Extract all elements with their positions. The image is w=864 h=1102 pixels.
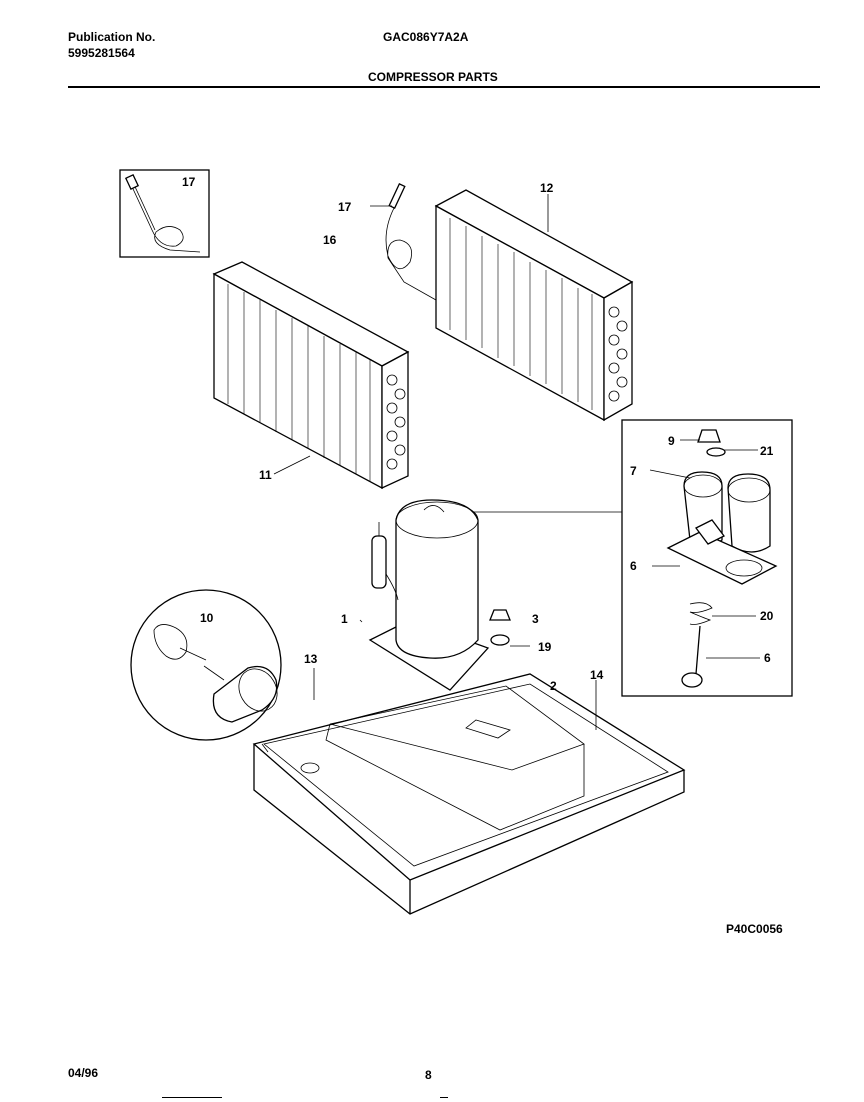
- callout-3: 3: [532, 612, 539, 626]
- capillary-strainer: [370, 182, 437, 301]
- footer-mark-left: [162, 1097, 222, 1098]
- header-rule: [68, 86, 820, 88]
- capillary-tube-inset: [119, 169, 210, 258]
- overload-protector-inset: [130, 589, 282, 741]
- model-number: GAC086Y7A2A: [383, 30, 469, 44]
- callout-6: 6: [764, 651, 771, 665]
- callout-12: 12: [540, 181, 554, 195]
- mounting-detail-box: [621, 419, 793, 697]
- callout-16: 16: [323, 233, 337, 247]
- callout-2: 2: [550, 679, 557, 693]
- callout-1: 1: [341, 612, 348, 626]
- callout-19: 19: [538, 640, 552, 654]
- callout-6-detail: 6: [630, 559, 637, 573]
- callout-14: 14: [590, 668, 604, 682]
- callout-13: 13: [304, 652, 318, 666]
- page-number: 8: [425, 1068, 432, 1082]
- callout-10: 10: [200, 611, 214, 625]
- callout-7: 7: [630, 464, 637, 478]
- callout-17: 17: [338, 200, 352, 214]
- callout-20: 20: [760, 609, 774, 623]
- footer-date: 04/96: [68, 1066, 99, 1080]
- compressor: [359, 499, 490, 691]
- publication-number: 5995281564: [68, 46, 135, 60]
- callout-9: 9: [668, 434, 675, 448]
- evaporator-coil: [212, 261, 410, 490]
- callout-21: 21: [760, 444, 774, 458]
- footer-mark-right: [440, 1097, 448, 1098]
- base-pan: [252, 668, 686, 915]
- publication-label: Publication No.: [68, 30, 156, 44]
- condenser-coil: [434, 189, 634, 422]
- section-title: COMPRESSOR PARTS: [368, 70, 498, 84]
- callout-11: 11: [259, 468, 272, 482]
- figure-code: P40C0056: [726, 922, 783, 936]
- callout-17-inset: 17: [182, 175, 196, 189]
